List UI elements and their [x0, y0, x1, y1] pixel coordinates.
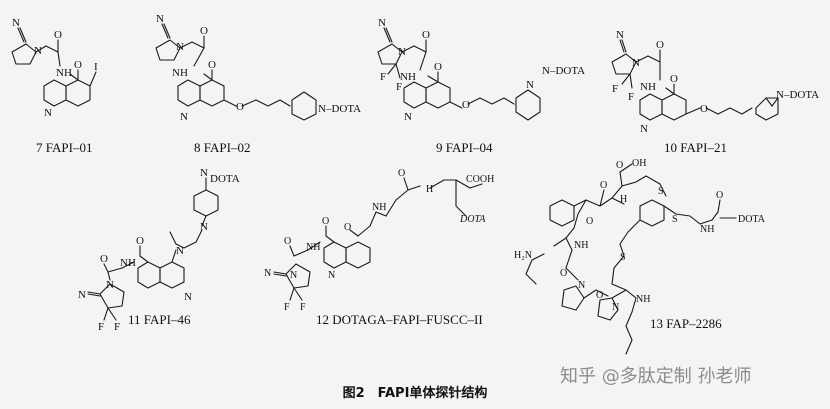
h2n-13: H₂N: [514, 250, 532, 261]
n-10: N: [632, 57, 640, 69]
f2-10: F: [628, 91, 634, 103]
compound-label: 10 FAPI–21: [664, 140, 727, 155]
figure-caption: 图2 FAPI单体探针结构: [342, 386, 488, 401]
ring-n-8: N: [180, 111, 188, 123]
o-8: O: [200, 25, 208, 37]
nh3-12: NH: [306, 242, 320, 253]
iodo-7: I: [94, 61, 98, 73]
o5-13: O: [560, 268, 567, 279]
ring-n-12: N: [328, 270, 335, 281]
pip-n-11: N: [200, 221, 208, 233]
o2-9: O: [434, 61, 442, 73]
cooh-12: COOH: [466, 174, 494, 185]
ether-o-10: O: [700, 103, 708, 115]
o2-13: O: [600, 180, 607, 191]
nitrile-n-12: N: [264, 268, 271, 279]
nh-7: NH: [56, 67, 72, 79]
f2-12: F: [300, 302, 306, 313]
ether-o-9: O: [462, 99, 470, 111]
dota-10: N–DOTA: [776, 89, 819, 101]
f1-11: F: [98, 321, 104, 333]
nitrile-n-9: N: [378, 17, 386, 29]
ring-n-9: N: [404, 111, 412, 123]
nitrile-n-8: N: [156, 13, 164, 25]
compound-label: 11 FAPI–46: [128, 312, 191, 327]
o4-13: O: [716, 190, 723, 201]
nh-13: H: [620, 194, 627, 205]
dota-12: DOTA: [459, 214, 486, 225]
o3-13: O: [586, 216, 593, 227]
structure-fap-2286: [525, 163, 737, 355]
n-11: N: [106, 279, 114, 291]
nh4-13: NH: [636, 294, 650, 305]
dota-8: N–DOTA: [318, 103, 361, 115]
n-8: N: [176, 41, 184, 53]
n-9: N: [398, 46, 406, 58]
pip-n-9: N: [526, 79, 534, 91]
nh2-12: NH: [372, 202, 386, 213]
s1-13: S: [658, 186, 664, 197]
structure-fapi-21: [611, 39, 779, 121]
nh-9: NH: [400, 71, 416, 83]
o2-7: O: [74, 59, 82, 71]
o2-12: O: [344, 222, 351, 233]
nh-10: NH: [640, 81, 656, 93]
nh-12: H: [426, 184, 433, 195]
structure-fapi-02: [155, 23, 317, 121]
ring-n-11: N: [184, 291, 192, 303]
structure-fapi-46: [87, 177, 219, 321]
ring-n-7: N: [44, 107, 52, 119]
structure-fapi-01: [11, 27, 97, 107]
s3-13: S: [620, 252, 626, 263]
o2-10: O: [670, 73, 678, 85]
structure-dotaga-fapi-fuscc-ii: [273, 177, 483, 301]
nh-11: NH: [120, 257, 136, 269]
nitrile-n-11: N: [78, 289, 86, 301]
nh-8: NH: [172, 67, 188, 79]
o-10: O: [656, 39, 664, 51]
n2-13: N: [612, 302, 619, 313]
ring-n-10: N: [640, 123, 648, 135]
nitrile-n-10: N: [616, 29, 624, 41]
o2-11: O: [136, 235, 144, 247]
n-12: N: [290, 270, 297, 281]
s2-13: S: [672, 214, 678, 225]
nh3-13: NH: [574, 240, 588, 251]
ether-o-8: O: [236, 101, 244, 113]
f1-10: F: [612, 83, 618, 95]
o-9: O: [422, 29, 430, 41]
n-7: N: [34, 45, 42, 57]
compound-label: 8 FAPI–02: [194, 140, 251, 155]
o-12: O: [398, 168, 405, 179]
me-n-11: N: [176, 245, 184, 257]
structure-fapi-04: [377, 27, 541, 121]
compound-label: 13 FAP–2286: [650, 316, 722, 331]
dota-13: DOTA: [738, 214, 766, 225]
f1-12: F: [284, 302, 290, 313]
dota-11: DOTA: [210, 173, 240, 185]
dota-9: N–DOTA: [542, 65, 585, 77]
o-13: O: [616, 160, 623, 171]
o-11: O: [100, 253, 108, 265]
watermark: 知乎 @多肽定制 孙老师: [560, 366, 752, 387]
o4-12: O: [284, 236, 291, 247]
n-13: N: [578, 280, 585, 291]
o2-8: O: [208, 59, 216, 71]
f2-9: F: [396, 81, 402, 93]
compound-label: 7 FAPI–01: [36, 140, 93, 155]
o6-13: O: [596, 290, 603, 301]
compound-label: 12 DOTAGA–FAPI–FUSCC–II: [316, 312, 483, 327]
o-7: O: [54, 29, 62, 41]
dota-n-11: N: [200, 167, 208, 179]
nitrile-n-7: N: [12, 17, 20, 29]
f1-9: F: [380, 71, 386, 83]
o3-12: O: [322, 216, 329, 227]
oh-13: OH: [632, 158, 646, 169]
f2-11: F: [114, 321, 120, 333]
compound-label: 9 FAPI–04: [436, 140, 493, 155]
nh2-13: NH: [700, 224, 714, 235]
